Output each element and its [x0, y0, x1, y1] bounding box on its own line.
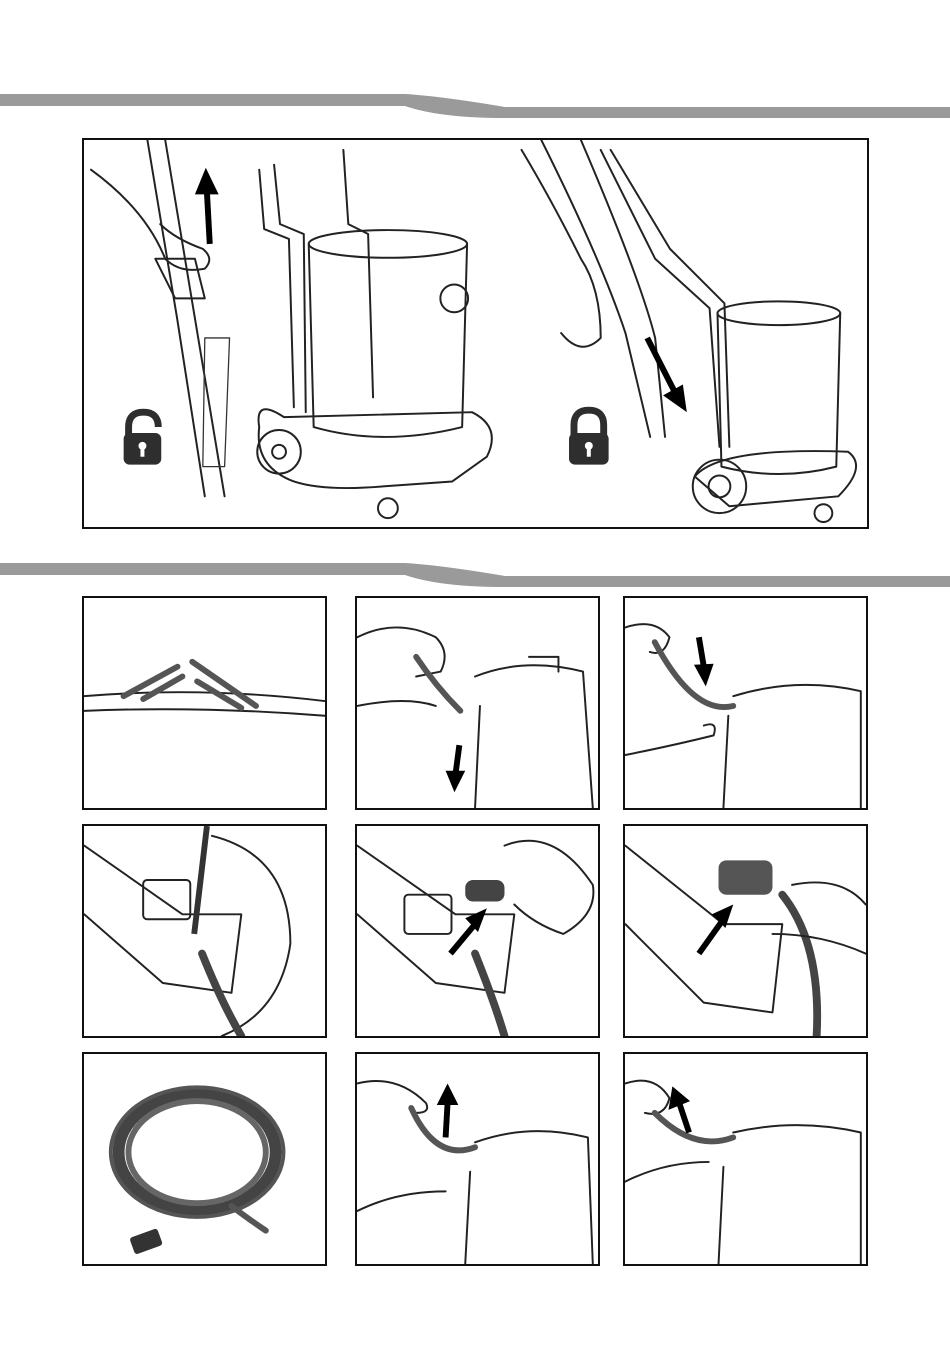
- wires-icon: [124, 662, 256, 708]
- vacuum-body-left: [257, 150, 492, 518]
- arrow-down-icon: [446, 745, 466, 792]
- lock-icon: [569, 410, 609, 464]
- hand-icon: [357, 627, 444, 706]
- panel-remove-cable: [623, 596, 868, 810]
- panel-insert-cable: [355, 1052, 600, 1266]
- coiled-cable-icon: [111, 1087, 284, 1254]
- hand-icon: [522, 140, 730, 447]
- panel-unplug-cable: [355, 596, 600, 810]
- panel-fit-cable-plug: [623, 824, 868, 1038]
- hand-icon: [772, 882, 865, 953]
- hand-icon: [357, 1081, 445, 1211]
- hand-icon: [625, 1081, 708, 1182]
- unlock-icon: [124, 412, 162, 464]
- section-1-divider-band: [0, 90, 950, 120]
- arrow-up-icon: [437, 1083, 459, 1137]
- hand-icon: [504, 841, 593, 934]
- section-2-divider-band: [0, 560, 950, 590]
- panel-remove-clamp: [355, 824, 600, 1038]
- arrow-up-icon: [195, 168, 219, 244]
- arrow-down-icon: [694, 637, 714, 686]
- panel-trolley-handle: [82, 138, 869, 529]
- screwdriver-icon: [194, 826, 207, 934]
- panel-cable-wires: [82, 596, 327, 810]
- panel-connect-cable: [623, 1052, 868, 1266]
- arrow-up-icon: [699, 905, 733, 954]
- panel-screwdriver-plug: [82, 824, 327, 1038]
- panel-coiled-cable: [82, 1052, 327, 1266]
- arrow-down-icon: [647, 338, 687, 412]
